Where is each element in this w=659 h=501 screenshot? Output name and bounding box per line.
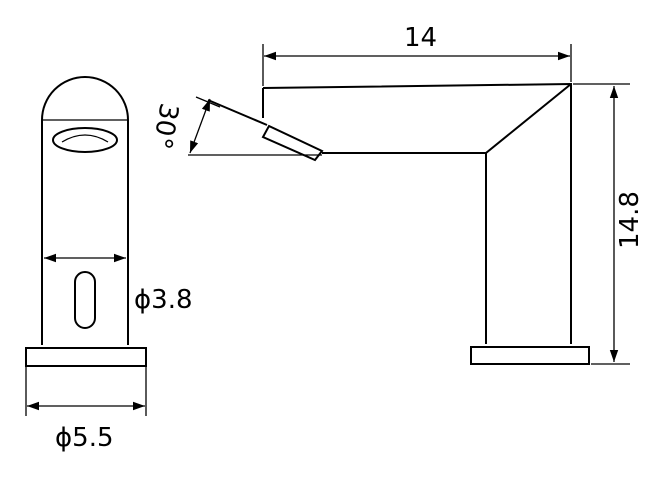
side-profile-outline	[262, 82, 572, 344]
angle-arc	[189, 98, 211, 154]
base-diameter-label: ϕ5.5	[55, 423, 114, 453]
body-diameter-label: ϕ3.8	[134, 285, 193, 315]
height-label: 14.8	[615, 191, 645, 249]
front-body-outline	[41, 76, 129, 345]
angle-label: 30°	[146, 101, 184, 152]
side-view: 14 14.8 30°	[146, 23, 645, 365]
aerator-outlet	[52, 127, 118, 153]
side-base-plate	[470, 346, 590, 365]
spout-nozzle	[261, 124, 324, 162]
aerator-inner-arc	[61, 134, 109, 143]
length-label: 14	[404, 23, 437, 53]
sensor-window	[74, 271, 96, 329]
front-view: ϕ3.8 ϕ5.5	[25, 76, 193, 453]
spout-top-slope	[207, 99, 268, 126]
front-base-plate	[25, 347, 147, 367]
